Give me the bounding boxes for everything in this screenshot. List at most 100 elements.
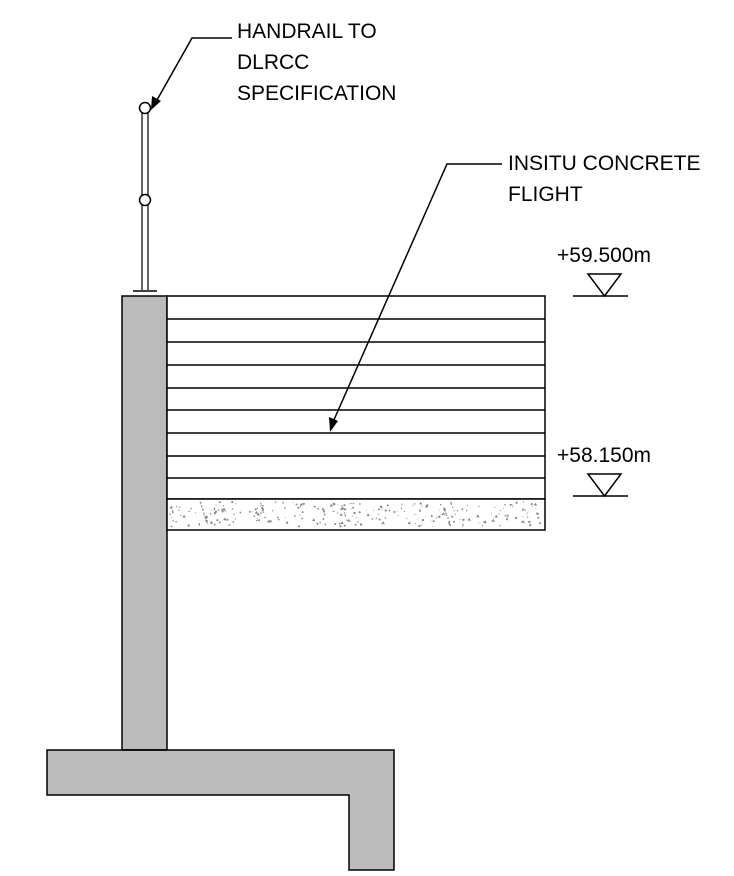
- speckle-dot: [277, 518, 280, 521]
- speckle-dot: [203, 514, 205, 516]
- aggregate-chip: [223, 517, 227, 521]
- speckle-dot: [436, 517, 438, 519]
- speckle-dot: [529, 523, 531, 525]
- speckle-dot: [386, 504, 389, 507]
- speckle-dot: [252, 511, 254, 513]
- speckle-dot: [467, 504, 469, 506]
- level-marker-top: +59.500m: [557, 244, 651, 298]
- speckle-dot: [224, 510, 226, 512]
- speckle-dot: [302, 502, 305, 505]
- aggregate-chip: [204, 515, 209, 519]
- speckle-dot: [232, 521, 235, 523]
- speckle-dot: [334, 523, 337, 526]
- speckle-dot: [365, 509, 367, 511]
- speckle-dot: [262, 504, 264, 507]
- speckle-dot: [176, 505, 178, 508]
- speckle-dot: [253, 515, 256, 517]
- speckle-dot: [269, 520, 272, 523]
- speckle-dot: [233, 513, 235, 515]
- speckle-dot: [514, 516, 518, 520]
- speckle-dot: [262, 511, 265, 513]
- speckle-dot: [301, 511, 304, 514]
- aggregate-chip: [340, 521, 344, 525]
- speckle-dot: [209, 513, 212, 515]
- speckle-dot: [170, 506, 173, 509]
- speckle-dot: [358, 511, 361, 514]
- speckle-dot: [344, 514, 347, 517]
- concrete-footing: [46, 749, 395, 871]
- speckle-dot: [447, 517, 449, 519]
- aggregate-chip: [222, 507, 226, 511]
- speckle-dot: [319, 521, 321, 524]
- aggregate-chip: [407, 521, 411, 525]
- speckle-dot: [213, 523, 216, 526]
- aggregate-chip: [256, 512, 261, 516]
- speckle-dot: [522, 516, 524, 518]
- speckle-dot: [217, 509, 220, 511]
- aggregate-chip: [467, 517, 471, 521]
- speckle-dot: [462, 524, 464, 526]
- speckle-dot: [337, 503, 338, 505]
- speckle-dot: [272, 510, 274, 512]
- concrete-wall: [121, 295, 168, 751]
- speckle-dot: [213, 507, 216, 510]
- speckle-dot: [216, 519, 219, 522]
- aggregate-chip: [266, 519, 271, 523]
- speckle-dot: [492, 517, 494, 519]
- aggregate-chip: [182, 514, 186, 518]
- speckle-dot: [381, 508, 383, 510]
- speckle-dot: [511, 505, 514, 507]
- speckle-dot: [187, 524, 190, 527]
- speckle-dot: [324, 523, 327, 526]
- blinding-layer: [166, 498, 546, 531]
- speckle-dot: [535, 508, 537, 510]
- speckle-dot: [260, 502, 262, 504]
- speckle-dot: [494, 506, 496, 508]
- speckle-dot: [384, 517, 387, 519]
- speckle-dot: [453, 510, 455, 512]
- speckle-dot: [448, 521, 451, 524]
- speckle-dot: [322, 518, 325, 520]
- speckle-dot: [432, 520, 435, 523]
- speckle-dot: [421, 524, 423, 526]
- speckle-dot: [381, 524, 383, 526]
- speckle-dot: [231, 508, 234, 510]
- speckle-dot: [295, 503, 298, 506]
- aggregate-chip: [340, 507, 344, 511]
- speckle-dot: [377, 513, 380, 515]
- speckle-dot: [509, 503, 512, 506]
- speckle-dot: [198, 523, 201, 525]
- speckle-dot: [202, 508, 204, 511]
- step-lines: [167, 318, 545, 479]
- speckle-dot: [359, 503, 361, 505]
- aggregate-chip: [346, 518, 351, 522]
- speckle-dot: [221, 510, 224, 513]
- speckle-dot: [297, 525, 301, 528]
- speckle-dot: [292, 502, 294, 504]
- speckle-dot: [354, 523, 357, 526]
- speckle-dot: [284, 507, 286, 509]
- flight-leader-line: [332, 163, 502, 423]
- speckle-dot: [353, 502, 355, 504]
- speckle-dot: [218, 521, 221, 524]
- aggregate-chip: [441, 512, 445, 516]
- speckle-dot: [424, 516, 426, 518]
- speckle-dot: [490, 512, 492, 514]
- aggregate-chip: [329, 503, 333, 507]
- speckle-dot: [413, 503, 416, 505]
- speckle-dot: [170, 517, 172, 518]
- speckle-dot: [403, 510, 406, 512]
- speckle-dot: [445, 512, 447, 515]
- speckle-dot: [522, 501, 525, 503]
- aggregate-chip: [533, 502, 538, 506]
- aggregate-chip: [299, 502, 303, 506]
- handrail-annotation: HANDRAIL TO DLRCC SPECIFICATION: [151, 20, 396, 110]
- speckle-dot: [415, 513, 417, 515]
- speckle-dot: [406, 517, 408, 519]
- speckle-dot: [378, 518, 381, 521]
- speckle-dot: [203, 513, 205, 515]
- speckle-dot: [354, 512, 356, 514]
- speckle-dot: [215, 510, 218, 513]
- speckle-dot: [274, 501, 277, 503]
- speckle-dot: [178, 509, 180, 511]
